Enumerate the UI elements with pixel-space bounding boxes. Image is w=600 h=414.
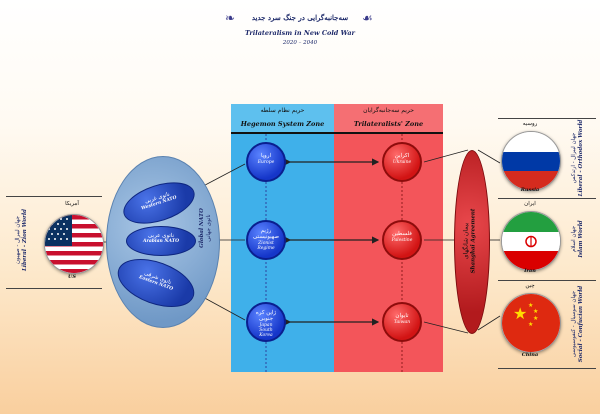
global-nato-label-en: Global NATO [198, 208, 205, 248]
iran-flag [501, 211, 561, 271]
node-taiwan-fa: تایوان [395, 313, 409, 319]
node-taiwan-en: Taiwan [393, 320, 411, 326]
right-rule-1 [498, 118, 596, 119]
node-europe-en: Europe [257, 160, 275, 166]
node-europe: اروپا Europe [246, 142, 286, 182]
russia-world-en: Liberal - Orthodox World [578, 119, 584, 197]
us-top-rule [6, 196, 102, 197]
russia-country-en: Russia [520, 187, 540, 193]
china-world-label: جهان سوسیال - کنفوسیوسی Social - Confuci… [571, 286, 585, 362]
node-japan-korea: ژاپن کره جنوبی Japan South Korea [246, 302, 286, 342]
china-world-fa: جهان سوسیال - کنفوسیوسی [570, 290, 577, 358]
russia-flag [501, 131, 561, 191]
china-country-fa: چین [525, 283, 535, 289]
russia-flag-icon [502, 132, 560, 190]
hegemon-zone-title-en: Hegemon System Zone [240, 120, 325, 128]
line-shanghai-china [477, 315, 501, 331]
svg-text:★: ★ [528, 302, 533, 309]
node-zionist-fa: رژیم صهیونیستی [252, 228, 280, 241]
global-nato-label-fa: ناتوی جهانی [206, 214, 212, 242]
nato-arabian-en: Arabian NATO [142, 239, 179, 245]
shanghai-ellipse [454, 150, 490, 334]
nato-arabian: ناتوی عربی Arabian NATO [126, 226, 196, 256]
us-world-en: Liberal - Zion World [22, 209, 28, 271]
right-rule-4 [498, 368, 596, 369]
node-ukraine-fa: اکراین [394, 153, 410, 159]
iran-world-en: Islam World [578, 220, 584, 258]
global-nato-label: Global NATO ناتوی جهانی [199, 208, 213, 248]
ornament-right: ☙ [362, 11, 373, 25]
svg-text:★: ★ [528, 321, 533, 328]
russia-world-fa: جهان لیبرال - ارتدکس [570, 132, 577, 184]
iran-flag-icon [502, 212, 560, 270]
us-world-fa: جهان لیبرال - صهیون [14, 215, 21, 265]
svg-text:★: ★ [533, 315, 538, 322]
node-japan-en: Japan South Korea [259, 323, 273, 339]
hegemon-zone-header: حریم نظام سلطه Hegemon System Zone [231, 104, 334, 134]
node-zionist-regime: رژیم صهیونیستی Zionist Regime [246, 220, 286, 260]
node-japan-fa: ژاپن کره جنوبی [255, 310, 277, 323]
china-flag: ★ ★ ★ ★ ★ [501, 293, 561, 353]
hegemon-zone-title-fa: حریم نظام سلطه [260, 107, 305, 114]
ornament-left: ❧ [225, 11, 236, 25]
iran-world-label: جهان اسلام Islam World [571, 220, 585, 257]
node-palestine-fa: فلسطین [392, 231, 412, 237]
iran-country-fa: ایران [524, 201, 536, 207]
node-palestine-en: Palestine [391, 238, 413, 244]
node-ukraine-en: Ukraine [392, 160, 412, 166]
nato-arabian-fa: ناتوی عربی [147, 233, 175, 239]
trilateral-zone-title-fa: حریم سه‌جانبه‌گرایان [363, 107, 414, 114]
shanghai-label: پیمان شانگهای Shanghai Agreement [462, 209, 477, 274]
us-flag [44, 214, 104, 274]
node-palestine: فلسطین Palestine [382, 220, 422, 260]
title-persian: سه‌جانبه‌گرایی در جنگ سرد جدید [251, 13, 349, 22]
us-country-en: US [68, 274, 76, 280]
us-world-label: جهان لیبرال - صهیون Liberal - Zion World [15, 209, 29, 271]
us-bottom-rule [6, 288, 102, 289]
node-ukraine: اکراین Ukraine [382, 142, 422, 182]
line-taiwan-shanghai [423, 321, 469, 334]
right-rule-2 [498, 198, 596, 199]
shanghai-label-fa: پیمان شانگهای [462, 222, 470, 260]
svg-text:★: ★ [513, 304, 527, 323]
china-country-en: China [521, 352, 539, 358]
right-rule-3 [498, 280, 596, 281]
trilateral-zone-title-en: Trilateralists' Zone [353, 120, 424, 128]
iran-country-en: Iran [524, 268, 536, 274]
us-country-fa: آمریکا [65, 201, 79, 207]
node-zionist-en: Zionist Regime [257, 241, 275, 252]
line-shanghai-russia [477, 149, 501, 164]
russia-country-fa: روسیه [522, 121, 538, 127]
trilateral-zone-header: حریم سه‌جانبه‌گرایان Trilateralists' Zon… [334, 104, 443, 134]
title-years: 2020 – 2040 [282, 40, 318, 46]
svg-text:★: ★ [533, 308, 538, 315]
russia-world-label: جهان لیبرال - ارتدکس Liberal - Orthodox … [571, 120, 585, 197]
china-flag-icon: ★ ★ ★ ★ ★ [502, 294, 560, 352]
line-ukraine-shanghai [423, 149, 469, 163]
us-flag-icon [45, 215, 103, 273]
china-world-en: Social - Confucian World [578, 285, 584, 363]
node-europe-fa: اروپا [260, 153, 272, 159]
iran-world-fa: جهان اسلام [570, 225, 577, 253]
node-taiwan: تایوان Taiwan [382, 302, 422, 342]
shanghai-label-en: Shanghai Agreement [470, 208, 477, 274]
title-english: Trilateralism in New Cold War [244, 29, 355, 37]
